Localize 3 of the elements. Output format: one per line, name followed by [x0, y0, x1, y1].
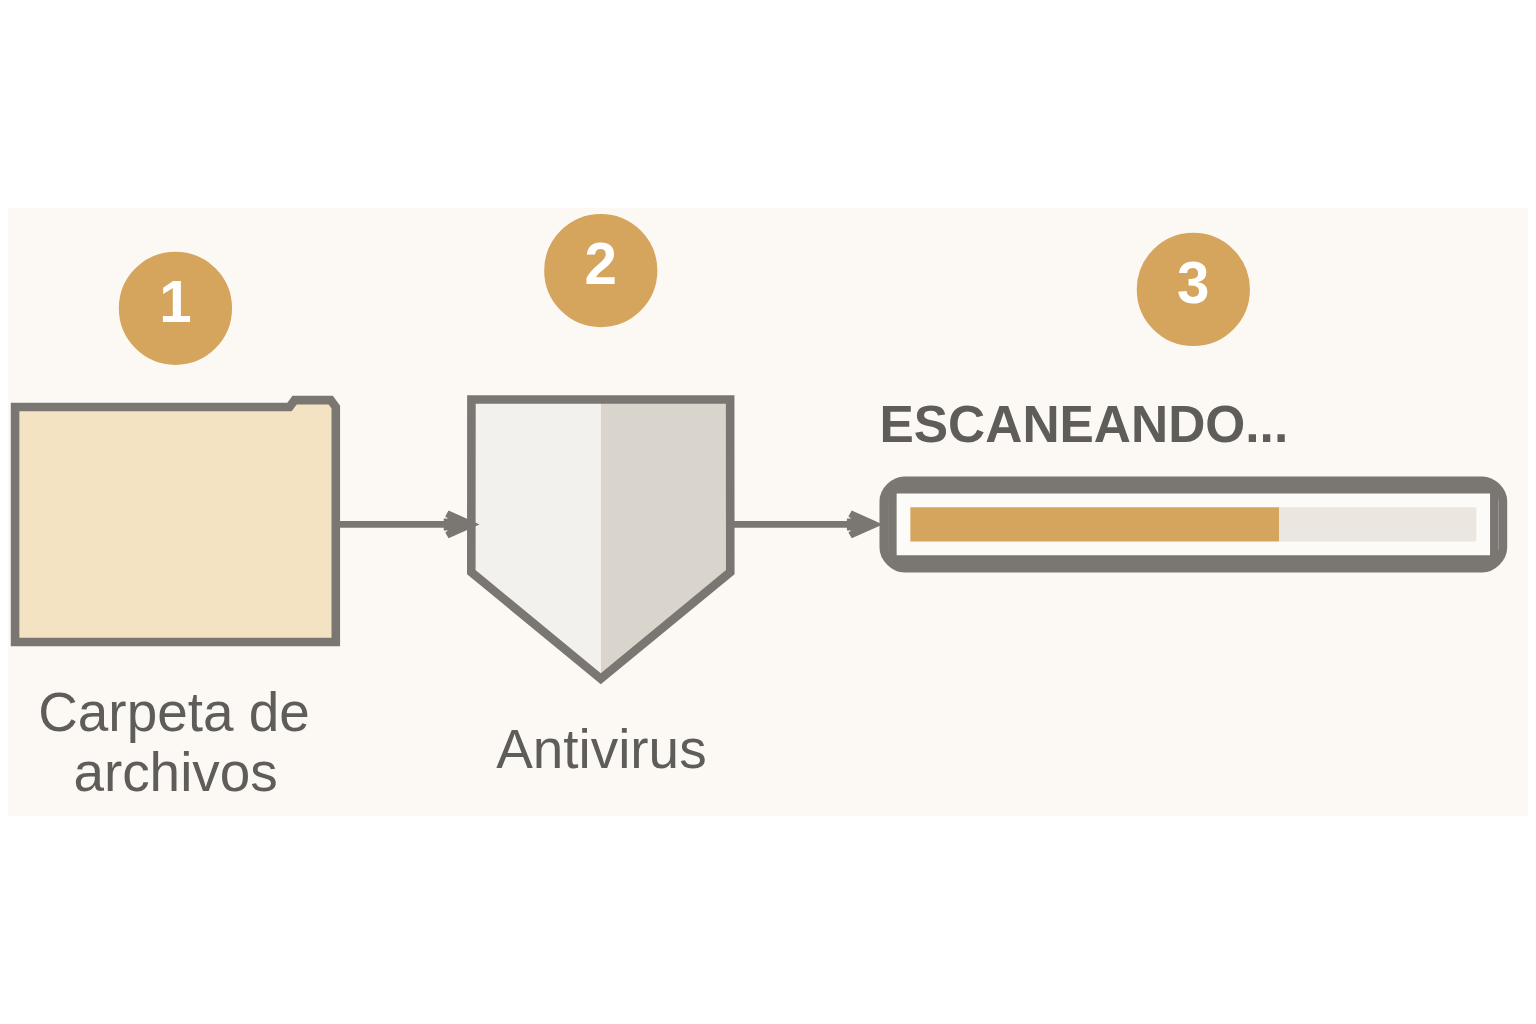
node-label: Antivirus	[496, 718, 707, 781]
node-label: Carpeta de archivos	[38, 681, 310, 804]
node-label: ESCANEANDO...	[879, 395, 1289, 454]
